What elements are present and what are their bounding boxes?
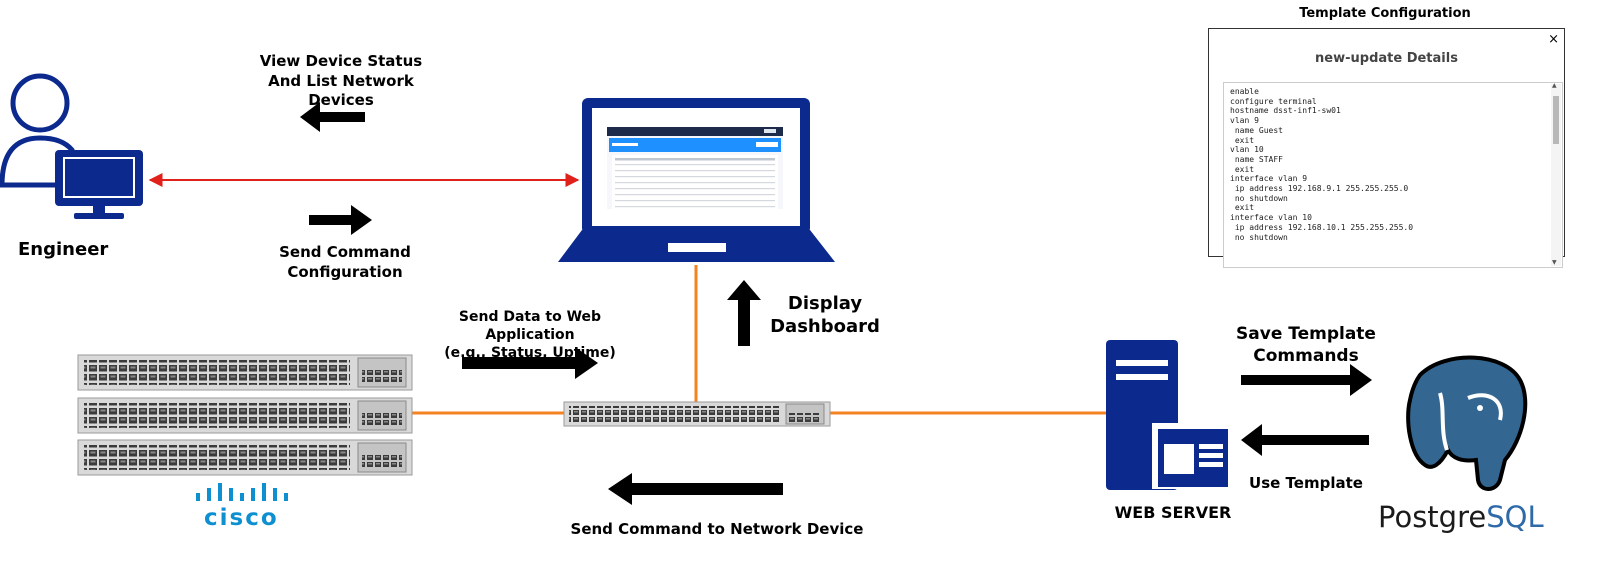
send-data-line1: Send Data to Web Application — [458, 309, 602, 344]
scrollbar-thumb[interactable] — [1553, 96, 1559, 144]
web-server-label: WEB SERVER — [1114, 503, 1232, 522]
arrow-icon — [300, 102, 365, 132]
view-status-line2: And List Network Devices — [268, 71, 414, 110]
code-line: exit — [1230, 135, 1255, 145]
postgres-suffix: SQL — [1486, 500, 1544, 534]
scrollbar[interactable]: ▲ ▼ — [1551, 82, 1561, 266]
display-dashboard-line1: Display — [787, 293, 863, 314]
switch-stack — [77, 354, 413, 476]
dashboard-screenshot — [607, 127, 783, 209]
core-switch-icon — [563, 401, 831, 427]
display-dashboard-line2: Dashboard — [770, 316, 880, 338]
display-dashboard-label: Display Dashboard — [770, 292, 880, 339]
engineer-label: Engineer — [18, 239, 109, 260]
save-template-line2: Commands — [1253, 346, 1359, 367]
arrow-icon — [462, 347, 598, 379]
template-config-title: Template Configuration — [1299, 6, 1471, 21]
code-line: interface vlan 10 — [1230, 213, 1312, 223]
arrows — [300, 102, 1372, 505]
engineer-icon — [0, 73, 143, 219]
send-command-config-label: Send Command Configuration — [270, 243, 420, 282]
send-data-label: Send Data to Web Application (e.g., Stat… — [420, 308, 640, 363]
send-data-line2: (e.g., Status, Uptime) — [444, 345, 616, 362]
code-line: name STAFF — [1230, 154, 1283, 164]
arrow-icon — [1241, 424, 1369, 456]
code-line: hostname dsst-inf1-sw01 — [1230, 106, 1341, 116]
scroll-down-icon[interactable]: ▼ — [1552, 259, 1557, 266]
switch-icon — [77, 354, 413, 391]
use-template-label: Use Template — [1249, 474, 1363, 492]
close-icon[interactable]: × — [1548, 32, 1559, 47]
view-status-line1: View Device Status — [259, 52, 423, 70]
code-line: name Guest — [1230, 125, 1283, 135]
code-line: exit — [1230, 164, 1255, 174]
send-command-config-line1: Send Command — [279, 243, 411, 261]
switch-icon — [77, 439, 413, 476]
code-line: no shutdown — [1230, 193, 1288, 203]
code-line: enable — [1230, 87, 1259, 96]
code-line: vlan 10 — [1230, 145, 1264, 155]
user-head-icon — [10, 73, 70, 133]
postgresql-logo-text: PostgreSQL — [1378, 500, 1544, 534]
send-command-config-line2: Configuration — [287, 262, 403, 281]
arrow-icon — [608, 473, 783, 505]
code-line: ip address 192.168.10.1 255.255.255.0 — [1230, 222, 1414, 232]
code-line: exit — [1230, 203, 1255, 213]
postgres-prefix: Postgre — [1378, 500, 1487, 534]
arrow-icon — [727, 280, 761, 346]
code-line: vlan 9 — [1230, 116, 1259, 126]
view-status-label: View Device Status And List Network Devi… — [246, 52, 436, 111]
cisco-logo-text: cisco — [204, 505, 279, 531]
code-line: interface vlan 9 — [1230, 174, 1308, 184]
user-body-icon — [0, 135, 75, 188]
elephant-icon — [1406, 355, 1528, 491]
laptop-icon — [558, 98, 835, 262]
server-icon — [1106, 340, 1234, 490]
code-line: no shutdown — [1230, 232, 1288, 242]
send-command-network-label: Send Command to Network Device — [570, 520, 864, 538]
orange-links — [410, 265, 1108, 415]
modal-heading: new-update Details — [1315, 51, 1458, 66]
save-template-label: Save Template Commands — [1236, 323, 1376, 367]
switch-icon — [77, 397, 413, 434]
code-line: configure terminal — [1230, 96, 1317, 106]
scroll-up-icon[interactable]: ▲ — [1552, 82, 1557, 89]
save-template-line1: Save Template — [1236, 324, 1376, 344]
code-line: ip address 192.168.9.1 255.255.255.0 — [1230, 184, 1409, 194]
arrow-icon — [309, 205, 372, 235]
cisco-logo-icon — [196, 483, 288, 501]
arrow-icon — [1241, 364, 1372, 396]
